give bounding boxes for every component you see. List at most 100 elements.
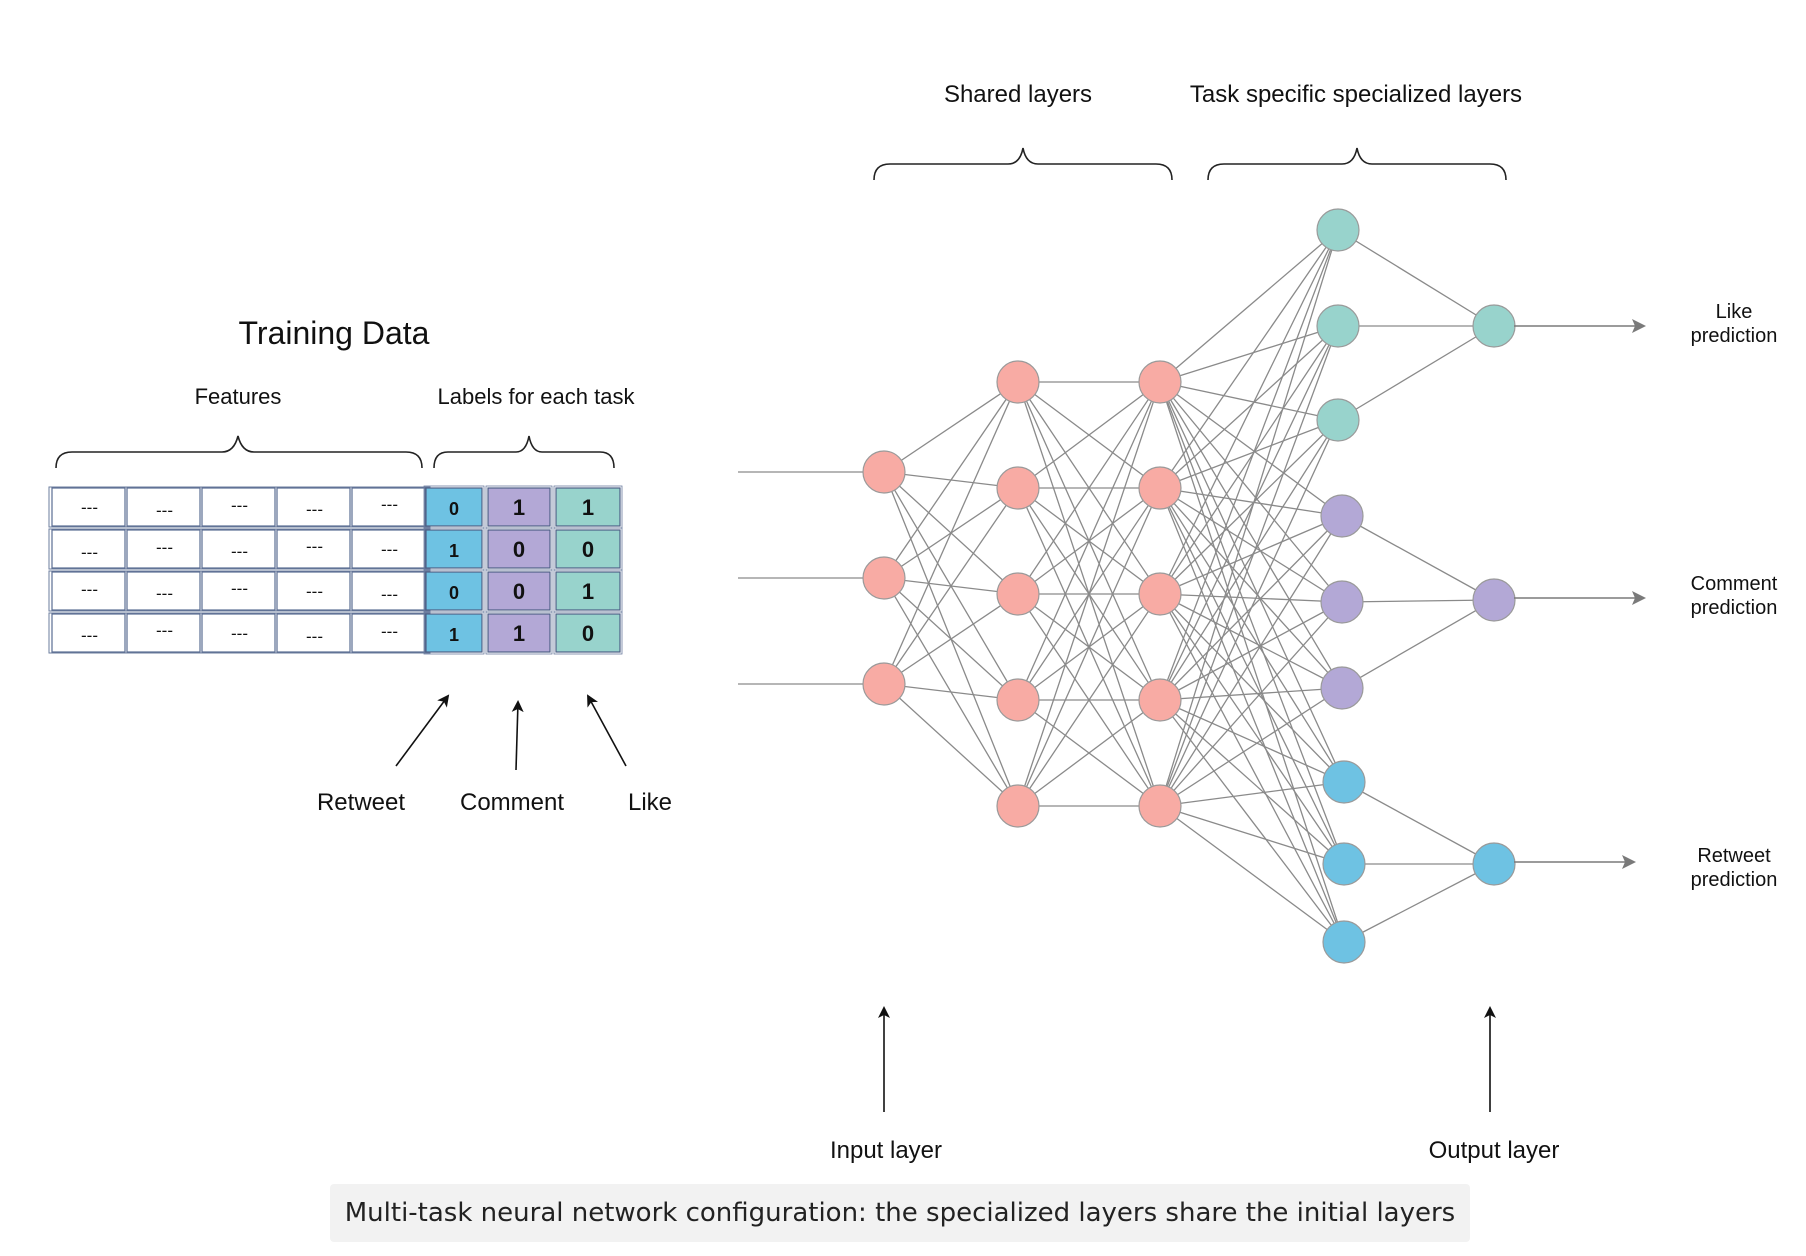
label-value-like: 0 (582, 621, 594, 646)
input-lines (738, 471, 863, 685)
label-value-like: 1 (582, 579, 594, 604)
retweet-prediction-line2: prediction (1691, 869, 1778, 891)
label-cell-comment (487, 487, 551, 527)
connection-line (1159, 601, 1343, 807)
label-cell-like (555, 529, 621, 569)
feature-cell (126, 571, 201, 611)
connection-line (1159, 699, 1345, 783)
label-value-retweet: 1 (449, 541, 459, 561)
shared-node (996, 466, 1040, 510)
feature-cell-value: --- (231, 579, 248, 598)
label-value-comment: 0 (513, 537, 525, 562)
connection-line (883, 593, 1019, 685)
label-value-retweet: 0 (449, 499, 459, 519)
shared-node (1138, 360, 1182, 404)
training-data-title: Training Data (239, 315, 430, 351)
retweet-hidden-node (1322, 920, 1366, 964)
connection-line (1159, 325, 1339, 595)
feature-cell-value: --- (381, 585, 398, 604)
label-value-like: 0 (582, 537, 594, 562)
task-specific-brace (1207, 147, 1507, 181)
shared-node (996, 784, 1040, 828)
feature-cell-value: --- (306, 500, 323, 519)
connection-line (1159, 381, 1343, 517)
connection-line (1159, 325, 1339, 489)
like-output-node (1472, 304, 1516, 348)
connection-line (1159, 487, 1343, 517)
input-node (862, 556, 906, 600)
label-cell-comment (487, 529, 551, 569)
feature-cell-value: --- (381, 495, 398, 514)
shared-node (996, 678, 1040, 722)
label-value-retweet: 0 (449, 583, 459, 603)
feature-cell (351, 613, 426, 653)
retweet-hidden-node (1322, 760, 1366, 804)
connection-line (1017, 381, 1161, 489)
feature-cell-value: --- (306, 537, 323, 556)
connection-line (1341, 599, 1495, 603)
label-cell-outline (553, 611, 623, 655)
feature-cell (51, 571, 126, 611)
like-prediction-line2: prediction (1691, 325, 1778, 347)
label-cell-comment (487, 613, 551, 653)
feature-cell (201, 487, 276, 527)
feature-cell (351, 571, 426, 611)
connection-line (1159, 381, 1339, 421)
connection-line (1341, 515, 1495, 601)
input-node (862, 662, 906, 706)
comment-prediction-line2: prediction (1691, 597, 1778, 619)
connection-line (1159, 515, 1343, 807)
shared-node (1138, 466, 1182, 510)
connection-line (1343, 863, 1495, 943)
feature-cell-value: --- (156, 584, 173, 603)
connection-line (1017, 593, 1161, 807)
connection-line (1159, 229, 1339, 701)
connection-line (1159, 593, 1345, 783)
connection-line (1159, 381, 1343, 689)
comment-hidden-node (1320, 580, 1364, 624)
connection-line (1159, 487, 1343, 603)
label-value-retweet: 1 (449, 625, 459, 645)
feature-cell (201, 571, 276, 611)
like-hidden-node (1316, 304, 1360, 348)
comment-hidden-node (1320, 494, 1364, 538)
connection-line (883, 381, 1019, 685)
connection-line (1159, 381, 1345, 943)
feature-cell (276, 487, 351, 527)
shared-node (1138, 784, 1182, 828)
connection-line (1343, 781, 1495, 865)
label-cell-retweet (425, 487, 483, 527)
feature-cell (51, 529, 126, 569)
connection-line (1159, 419, 1339, 595)
feature-cell-value: --- (231, 624, 248, 643)
features-brace (55, 435, 423, 469)
retweet-output-node (1472, 842, 1516, 886)
connection-line (1159, 805, 1345, 865)
connection-line (1159, 699, 1345, 943)
connection-line (1159, 487, 1345, 783)
connection-line (1159, 229, 1339, 595)
shared-node (1138, 678, 1182, 722)
input-node (862, 450, 906, 494)
feature-cell-value: --- (156, 538, 173, 557)
feature-cell (276, 529, 351, 569)
label-value-comment: 0 (513, 579, 525, 604)
connection-line (1159, 325, 1339, 383)
feature-cell (126, 529, 201, 569)
connection-line (1159, 229, 1339, 383)
feature-cell (276, 571, 351, 611)
connection-line (1017, 487, 1161, 807)
connection-line (1159, 487, 1345, 865)
network-connections (883, 229, 1495, 943)
connection-line (883, 683, 1019, 807)
network-nodes (862, 208, 1516, 964)
label-cell-retweet (425, 529, 483, 569)
retweet-column-label: Retweet (317, 789, 405, 816)
features-label: Features (195, 384, 282, 409)
like-column-arrow (587, 694, 627, 767)
feature-cell-value: --- (156, 501, 173, 520)
connection-line (1159, 805, 1345, 943)
connection-line (1159, 593, 1343, 689)
